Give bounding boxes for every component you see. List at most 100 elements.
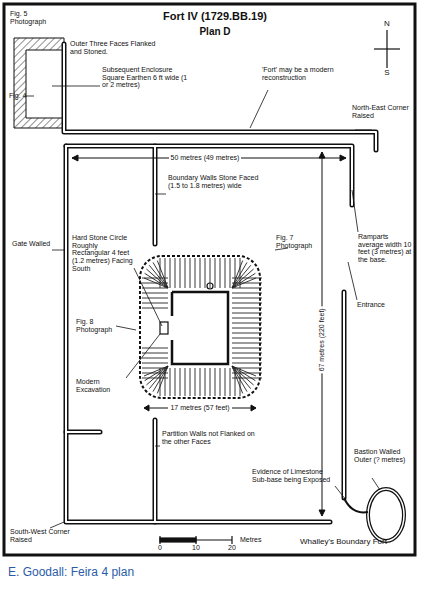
hachure bbox=[175, 258, 176, 288]
plan-title: Fort IV (1729.BB.19) bbox=[163, 10, 267, 22]
hachure bbox=[190, 258, 191, 288]
dimension-label: 67 metres (220 feet) bbox=[318, 306, 326, 373]
figure-reference: Fig. 7 Photograph bbox=[276, 234, 320, 249]
hachure bbox=[180, 258, 181, 288]
hachure bbox=[232, 261, 243, 288]
hachure bbox=[195, 258, 196, 288]
hachure bbox=[190, 368, 191, 396]
hachure bbox=[145, 273, 168, 288]
hachure bbox=[232, 366, 251, 389]
hachure bbox=[205, 368, 206, 396]
entrance-label: Entrance bbox=[357, 301, 385, 309]
reconstruction-note: 'Fort' may be a modern reconstruction bbox=[262, 66, 340, 81]
hachure bbox=[153, 366, 168, 392]
enclosure-note: Subsequent Enclosure Square Earthen 6 ft… bbox=[102, 66, 190, 89]
hachure bbox=[157, 366, 168, 393]
walls bbox=[64, 44, 376, 522]
hachure bbox=[230, 258, 231, 288]
scale-number: 0 bbox=[158, 544, 162, 552]
hachure bbox=[232, 265, 251, 288]
hachure bbox=[215, 258, 216, 288]
hachure bbox=[232, 338, 262, 339]
hachure bbox=[185, 368, 186, 396]
figure-reference: Fig. 8 Photograph bbox=[76, 318, 116, 333]
hachure bbox=[175, 368, 176, 396]
hachure bbox=[232, 333, 262, 334]
hachure bbox=[220, 368, 221, 396]
hachure bbox=[200, 368, 201, 396]
hachure bbox=[142, 348, 168, 349]
hachure bbox=[157, 261, 168, 288]
author-note: Whalley's Boundary Fort bbox=[300, 538, 387, 547]
hachure bbox=[142, 288, 168, 289]
frame bbox=[4, 4, 415, 555]
hachure bbox=[232, 328, 262, 329]
stone-circle-note: Hard Stone Circle Roughly Rectangular 4 … bbox=[72, 234, 136, 272]
corner-note: South-West Corner Raised bbox=[10, 528, 74, 543]
hachure bbox=[232, 366, 243, 393]
corner-note: North-East Corner Raised bbox=[352, 104, 410, 119]
bank-hachures bbox=[142, 258, 262, 396]
scale-unit: Metres bbox=[240, 536, 261, 544]
hachure bbox=[149, 366, 168, 389]
hachure bbox=[232, 358, 262, 359]
bastion bbox=[368, 489, 404, 541]
hachure bbox=[180, 368, 181, 396]
dimension-lines bbox=[72, 152, 346, 516]
hachure bbox=[200, 258, 201, 288]
hachure bbox=[205, 258, 206, 288]
earthen-enclosure bbox=[14, 38, 64, 128]
scale-bar bbox=[160, 536, 232, 544]
compass-letter: N bbox=[384, 20, 390, 29]
hachure bbox=[232, 308, 262, 309]
hachure bbox=[232, 343, 262, 344]
bastion-note: Bastion Walled Outer (? metres) bbox=[354, 448, 412, 463]
hachure bbox=[145, 366, 168, 381]
hachure bbox=[232, 363, 262, 364]
compass-letter: S bbox=[384, 69, 389, 78]
hachure bbox=[153, 262, 168, 288]
hachure bbox=[232, 366, 247, 392]
wall-note: Partition Walls not Flanked on the other… bbox=[162, 430, 262, 445]
scale-number: 20 bbox=[228, 544, 236, 552]
hachure bbox=[232, 303, 262, 304]
figure-reference: Fig. 4 bbox=[9, 92, 27, 100]
hachure bbox=[230, 368, 231, 396]
hachure bbox=[232, 313, 262, 314]
hachure bbox=[232, 323, 262, 324]
hachure bbox=[232, 353, 262, 354]
hachure bbox=[142, 308, 168, 309]
hachure bbox=[232, 262, 247, 288]
dimension-label: 17 metres (57 feet) bbox=[168, 404, 231, 412]
plan-label: Plan D bbox=[199, 26, 230, 37]
scale-number: 10 bbox=[192, 544, 200, 552]
dimension-label: 50 metres (49 metres) bbox=[169, 154, 242, 162]
hachure bbox=[225, 258, 226, 288]
hachure bbox=[149, 265, 168, 288]
wall-note: Boundary Walls Stone Faced (1.5 to 1.8 m… bbox=[168, 174, 264, 189]
hachure bbox=[232, 288, 262, 289]
hachure bbox=[185, 258, 186, 288]
hachure bbox=[232, 293, 262, 294]
hachure bbox=[232, 273, 255, 288]
hachure bbox=[210, 368, 211, 396]
gate-label: Gate Walled bbox=[12, 240, 52, 248]
hachure bbox=[142, 358, 168, 359]
hachure bbox=[142, 363, 168, 364]
hachure bbox=[232, 366, 255, 381]
hachure bbox=[170, 368, 171, 396]
hachure bbox=[220, 258, 221, 288]
hachure bbox=[170, 258, 171, 288]
limestone-note: Evidence of Limestone Sub-base being Exp… bbox=[252, 468, 336, 483]
hachure bbox=[215, 368, 216, 396]
hachure bbox=[232, 318, 262, 319]
figure-caption: E. Goodall: Feira 4 plan bbox=[8, 566, 134, 579]
hachure bbox=[142, 303, 168, 304]
excavation-label: Modern Excavation bbox=[76, 378, 126, 393]
inner-fort bbox=[140, 256, 260, 398]
hachure bbox=[232, 298, 262, 299]
hachure bbox=[142, 298, 168, 299]
hachure bbox=[232, 348, 262, 349]
